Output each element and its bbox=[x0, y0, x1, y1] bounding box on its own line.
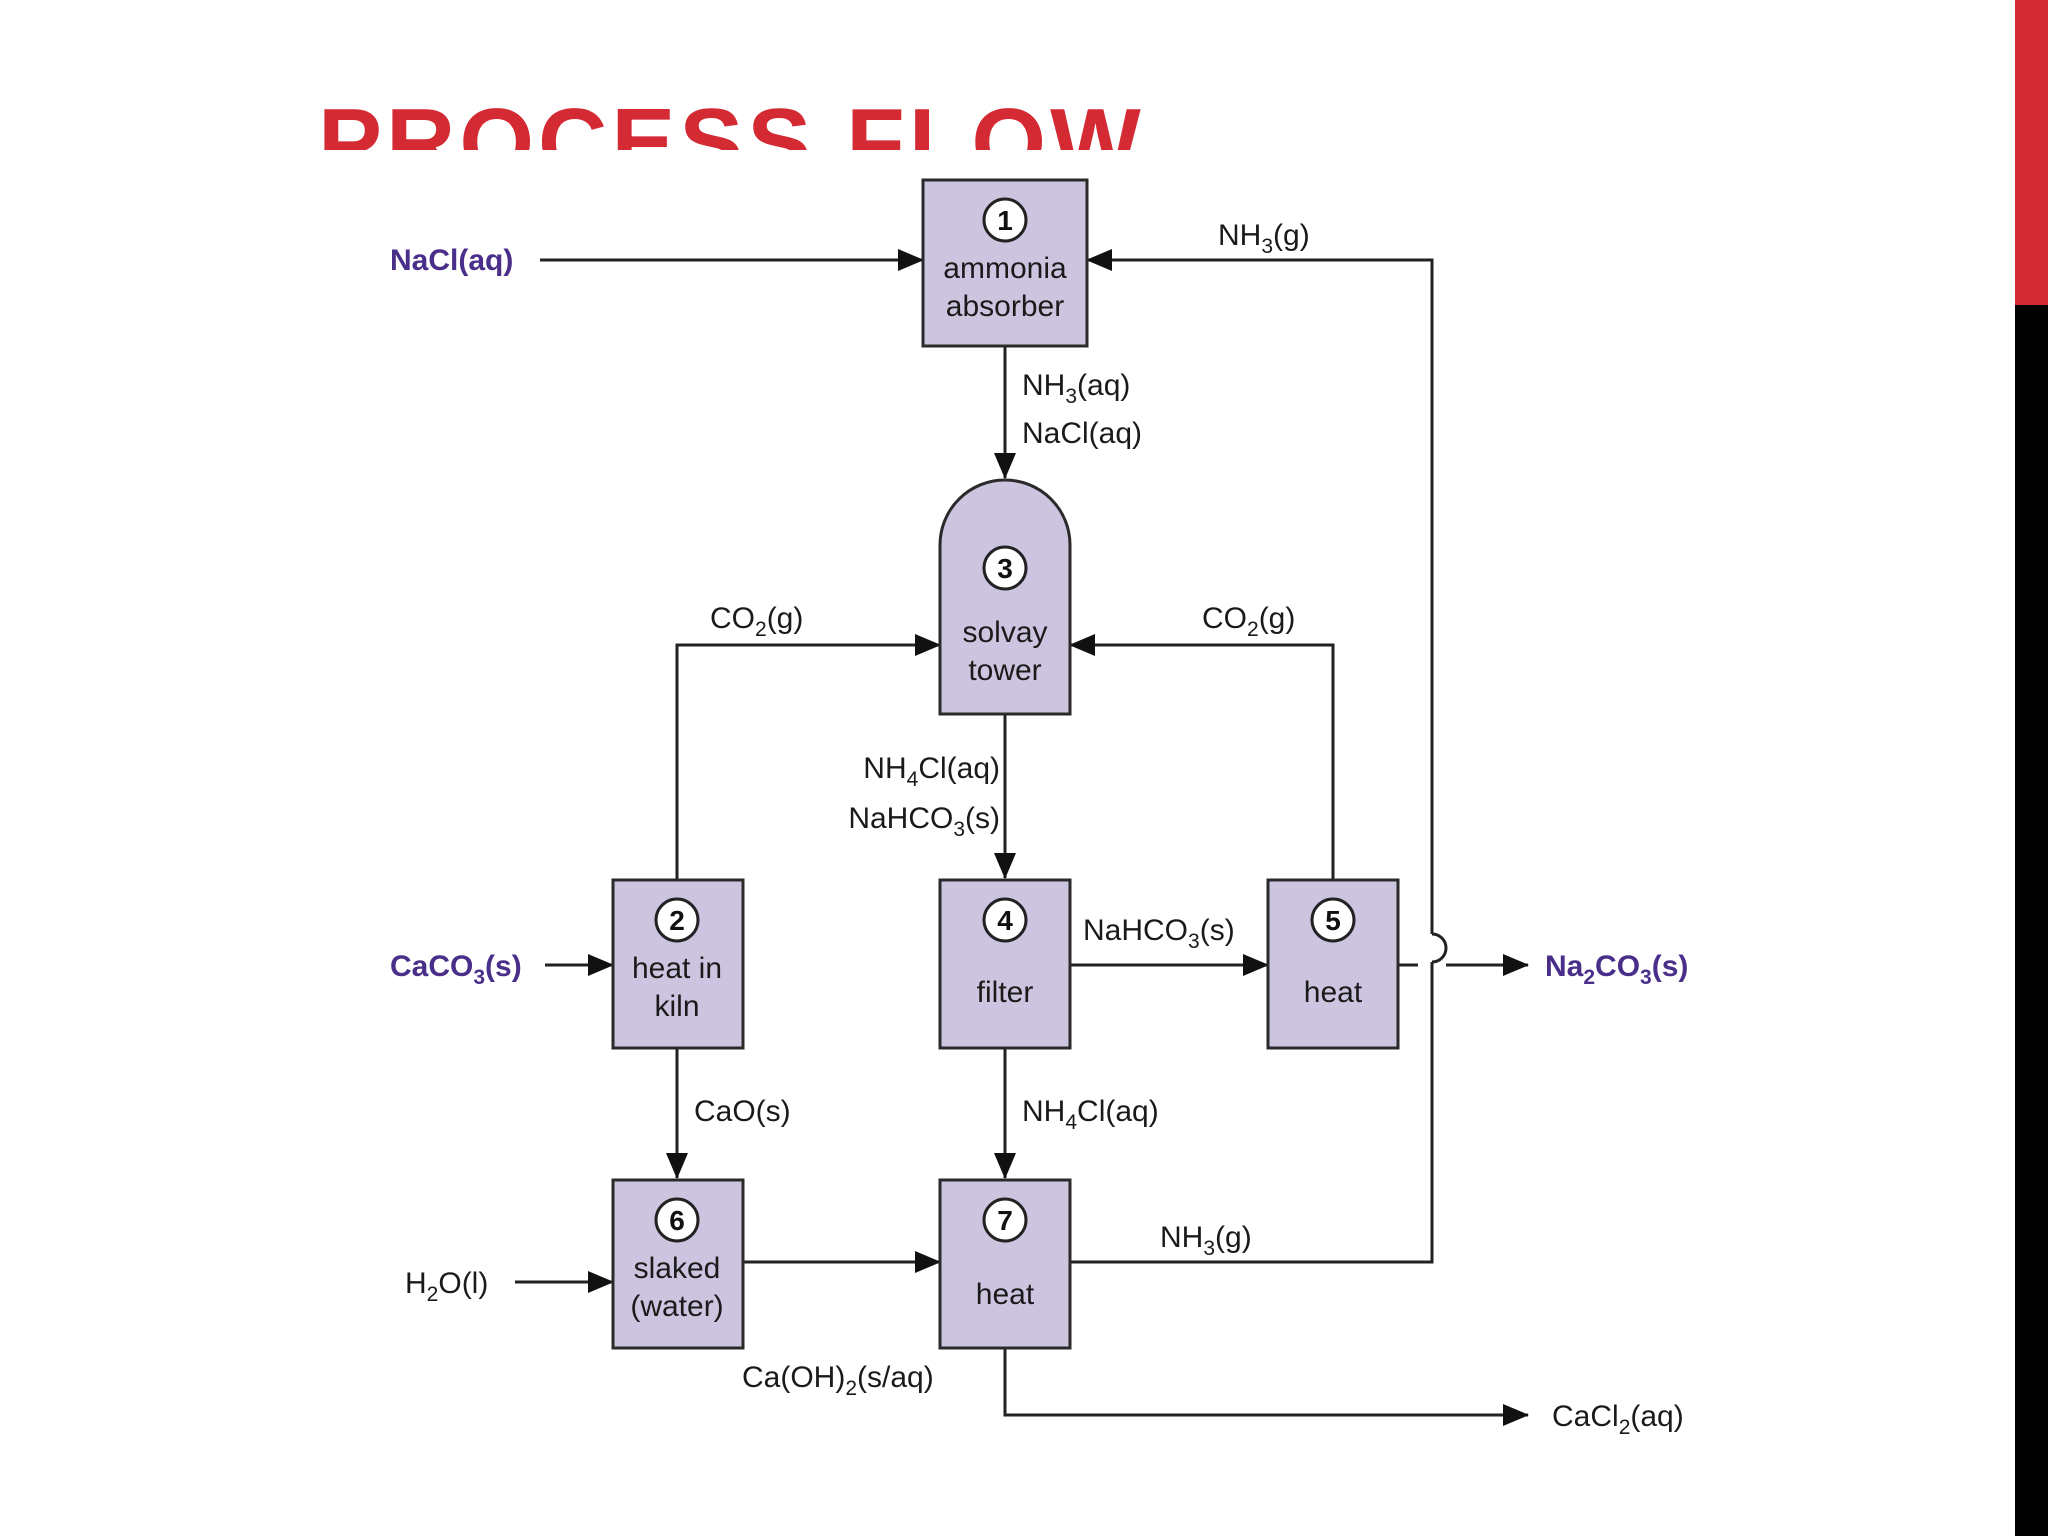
unit-label: tower bbox=[968, 654, 1041, 687]
output-na2co3-label: Na2CO3(s) bbox=[1545, 950, 1688, 989]
unit-ammonia-absorber: 1 ammonia absorber bbox=[921, 178, 1089, 348]
unit-number: 1 bbox=[997, 205, 1013, 236]
unit-label: absorber bbox=[946, 290, 1064, 323]
unit-label: solvay bbox=[962, 616, 1047, 649]
output-cacl2-label: CaCl2(aq) bbox=[1552, 1400, 1684, 1439]
unit-number: 2 bbox=[669, 905, 685, 936]
unit-label: (water) bbox=[630, 1290, 723, 1323]
flow-co2-heat-to-tower bbox=[1069, 634, 1335, 880]
unit-label: heat bbox=[976, 1278, 1035, 1311]
flow-nh3-recycle bbox=[1070, 962, 1434, 1264]
unit-heat-in-kiln: 2 heat in kiln bbox=[611, 878, 745, 1050]
unit-label: heat in bbox=[632, 952, 722, 985]
unit-heat-7: 7 heat bbox=[938, 1178, 1072, 1350]
stream-nh3-recycle-label: NH3(g) bbox=[1218, 219, 1310, 258]
unit-number: 5 bbox=[1325, 905, 1341, 936]
slide-title: PROCESS FLOW bbox=[318, 89, 1145, 150]
accent-bar-red bbox=[2015, 0, 2048, 305]
stream-co2-left-label: CO2(g) bbox=[710, 602, 803, 641]
stream-nahco3-right-label: NaHCO3(s) bbox=[1083, 914, 1235, 953]
stream-co2-right-label: CO2(g) bbox=[1202, 602, 1295, 641]
stream-nh4cl-mid-label: NH4Cl(aq) bbox=[863, 752, 1000, 791]
process-flow-diagram: 1 ammonia absorber 3 solvay tower 2 heat… bbox=[370, 150, 1760, 1490]
input-h2o-label: H2O(l) bbox=[405, 1267, 488, 1306]
stream-nh3-aq-label: NH3(aq) bbox=[1022, 369, 1130, 408]
input-caco3-label: CaCO3(s) bbox=[390, 950, 522, 989]
unit-label: heat bbox=[1304, 976, 1363, 1009]
unit-number: 3 bbox=[997, 553, 1013, 584]
stream-nacl-aq-label: NaCl(aq) bbox=[1022, 417, 1142, 450]
unit-label: kiln bbox=[654, 990, 699, 1023]
stream-caoh2-label: Ca(OH)2(s/aq) bbox=[742, 1361, 934, 1400]
unit-number: 6 bbox=[669, 1205, 685, 1236]
stream-nh3-from7-label: NH3(g) bbox=[1160, 1221, 1252, 1260]
stream-nahco3-mid-label: NaHCO3(s) bbox=[848, 802, 1000, 841]
unit-number: 4 bbox=[997, 905, 1013, 936]
flow-nh3-recycle-upper bbox=[1086, 249, 1434, 934]
stream-cao-label: CaO(s) bbox=[694, 1095, 791, 1128]
flow-co2-kiln-to-tower bbox=[675, 634, 941, 880]
unit-number: 7 bbox=[997, 1205, 1013, 1236]
flow-heat7-to-cacl2 bbox=[1003, 1348, 1529, 1426]
process-flow-svg: 1 ammonia absorber 3 solvay tower 2 heat… bbox=[390, 178, 1688, 1439]
unit-filter: 4 filter bbox=[938, 878, 1072, 1050]
unit-label: filter bbox=[977, 976, 1034, 1009]
unit-solvay-tower: 3 solvay tower bbox=[938, 478, 1072, 716]
flow-nh3-recycle-hop bbox=[1431, 932, 1448, 964]
accent-bar-dark bbox=[2015, 305, 2048, 1536]
unit-label: slaked bbox=[634, 1252, 721, 1285]
unit-label: ammonia bbox=[943, 252, 1067, 285]
unit-heat-5: 5 heat bbox=[1266, 878, 1400, 1050]
stream-nh4cl-low-label: NH4Cl(aq) bbox=[1022, 1095, 1159, 1134]
unit-slaked-water: 6 slaked (water) bbox=[611, 1178, 745, 1350]
input-nacl-label: NaCl(aq) bbox=[390, 244, 513, 277]
